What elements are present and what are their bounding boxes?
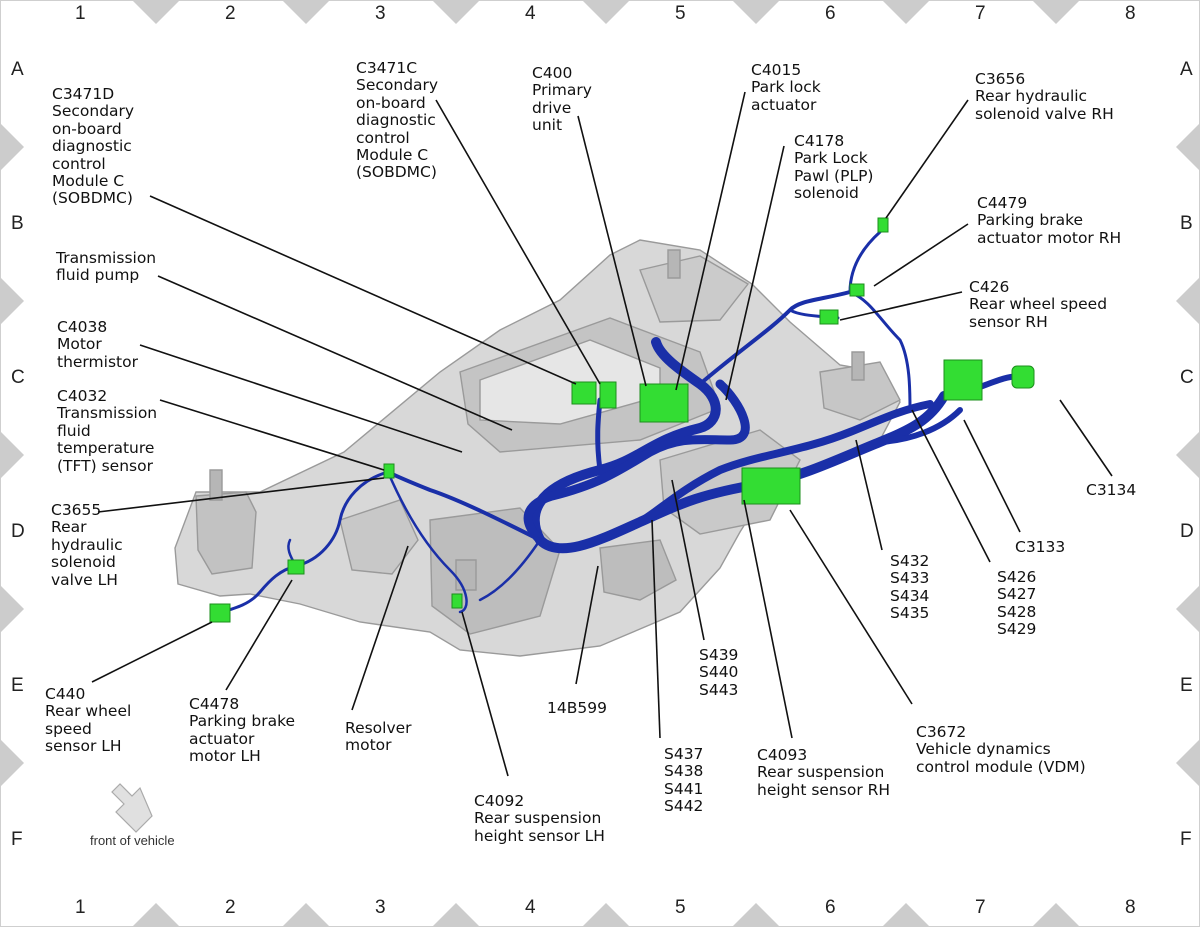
marker-bottom-1 bbox=[282, 903, 330, 927]
connector-c4032 bbox=[383, 463, 395, 479]
marker-left-0 bbox=[0, 123, 24, 171]
connector-c3656 bbox=[877, 217, 889, 233]
label-s439: S439 S440 S443 bbox=[699, 646, 739, 699]
grid-row-right-A: A bbox=[1180, 59, 1193, 80]
label-c3133: C3133 bbox=[1015, 538, 1066, 556]
connectors bbox=[209, 217, 1035, 623]
label-c4038: C4038 Motor thermistor bbox=[57, 318, 138, 371]
label-c3656: C3656 Rear hydraulic solenoid valve RH bbox=[975, 70, 1114, 123]
label-c440: C440 Rear wheel speed sensor LH bbox=[45, 685, 132, 756]
marker-left-4 bbox=[0, 739, 24, 787]
marker-top-6 bbox=[1032, 0, 1080, 24]
label-s426: S426 S427 S428 S429 bbox=[997, 568, 1037, 639]
marker-right-2 bbox=[1176, 431, 1200, 479]
label-c3471d: C3471D Secondary on-board diagnostic con… bbox=[52, 85, 135, 208]
marker-right-4 bbox=[1176, 739, 1200, 787]
marker-bottom-0 bbox=[132, 903, 180, 927]
connector-c400 bbox=[639, 383, 689, 423]
connector-c4479 bbox=[849, 283, 865, 297]
grid-row-right-C: C bbox=[1180, 367, 1194, 388]
marker-right-1 bbox=[1176, 277, 1200, 325]
marker-bottom-4 bbox=[732, 903, 780, 927]
grid-col-bottom-5: 5 bbox=[675, 897, 686, 918]
grid-col-top-4: 4 bbox=[525, 3, 536, 24]
grid-row-left-C: C bbox=[11, 367, 25, 388]
connector-c440 bbox=[209, 603, 231, 623]
marker-top-0 bbox=[132, 0, 180, 24]
connector-c3471d bbox=[599, 381, 617, 409]
label-s432: S432 S433 S434 S435 bbox=[890, 552, 930, 623]
marker-right-3 bbox=[1176, 585, 1200, 633]
grid-col-top-8: 8 bbox=[1125, 3, 1136, 24]
marker-top-2 bbox=[432, 0, 480, 24]
label-c3655: C3655 Rear hydraulic solenoid valve LH bbox=[51, 501, 123, 589]
label-c4032: C4032 Transmission fluid temperature (TF… bbox=[57, 387, 158, 475]
label-c4015: C4015 Park lock actuator bbox=[751, 61, 821, 114]
grid-row-left-D: D bbox=[11, 521, 25, 542]
grid-col-top-7: 7 bbox=[975, 3, 986, 24]
marker-top-3 bbox=[582, 0, 630, 24]
connector-c4478 bbox=[287, 559, 305, 575]
grid-row-left-B: B bbox=[11, 213, 24, 234]
grid-row-right-B: B bbox=[1180, 213, 1193, 234]
label-c3471c: C3471C Secondary on-board diagnostic con… bbox=[356, 59, 439, 182]
marker-top-1 bbox=[282, 0, 330, 24]
grid-row-right-E: E bbox=[1180, 675, 1193, 696]
connector-c426 bbox=[819, 309, 839, 325]
marker-top-5 bbox=[882, 0, 930, 24]
grid-row-right-D: D bbox=[1180, 521, 1194, 542]
label-c4093: C4093 Rear suspension height sensor RH bbox=[757, 746, 891, 799]
front-of-vehicle-label: front of vehicle bbox=[90, 833, 175, 848]
marker-bottom-3 bbox=[582, 903, 630, 927]
label-c400: C400 Primary drive unit bbox=[532, 64, 592, 135]
grid-col-top-3: 3 bbox=[375, 3, 386, 24]
marker-left-3 bbox=[0, 585, 24, 633]
label-c4178: C4178 Park Lock Pawl (PLP) solenoid bbox=[794, 132, 874, 203]
marker-left-2 bbox=[0, 431, 24, 479]
grid-col-bottom-7: 7 bbox=[975, 897, 986, 918]
grid-col-bottom-1: 1 bbox=[75, 897, 86, 918]
front-arrow-icon bbox=[111, 783, 153, 833]
marker-right-0 bbox=[1176, 123, 1200, 171]
label-c3672: C3672 Vehicle dynamics control module (V… bbox=[916, 723, 1086, 776]
label-c4092: C4092 Rear suspension height sensor LH bbox=[474, 792, 605, 845]
label-c4478: C4478 Parking brake actuator motor LH bbox=[189, 695, 296, 766]
grid-col-top-6: 6 bbox=[825, 3, 836, 24]
label-c3134: C3134 bbox=[1086, 481, 1137, 499]
grid-col-bottom-8: 8 bbox=[1125, 897, 1136, 918]
label-c4479: C4479 Parking brake actuator motor RH bbox=[977, 194, 1122, 247]
grid-col-top-5: 5 bbox=[675, 3, 686, 24]
connector-c3471c bbox=[571, 381, 597, 405]
label-transmission-fluid-pump: Transmission fluid pump bbox=[56, 249, 157, 285]
grid-row-left-F: F bbox=[11, 829, 23, 850]
marker-left-1 bbox=[0, 277, 24, 325]
marker-bottom-2 bbox=[432, 903, 480, 927]
label-s437: S437 S438 S441 S442 bbox=[664, 745, 704, 816]
connector-c3134 bbox=[1011, 365, 1035, 389]
wiring-harness bbox=[220, 230, 1023, 614]
grid-col-top-1: 1 bbox=[75, 3, 86, 24]
marker-top-4 bbox=[732, 0, 780, 24]
grid-col-bottom-3: 3 bbox=[375, 897, 386, 918]
grid-col-bottom-2: 2 bbox=[225, 897, 236, 918]
grid-col-bottom-4: 4 bbox=[525, 897, 536, 918]
grid-col-top-2: 2 bbox=[225, 3, 236, 24]
grid-col-bottom-6: 6 bbox=[825, 897, 836, 918]
leader-lines bbox=[91, 91, 1113, 777]
marker-bottom-6 bbox=[1032, 903, 1080, 927]
label-resolver-motor: Resolver motor bbox=[345, 719, 412, 755]
connector-c3672 bbox=[741, 467, 801, 505]
grid-row-right-F: F bbox=[1180, 829, 1192, 850]
grid-row-left-A: A bbox=[11, 59, 24, 80]
connector-c4092 bbox=[451, 593, 463, 609]
grid-row-left-E: E bbox=[11, 675, 24, 696]
connector-c3133 bbox=[943, 359, 983, 401]
marker-bottom-5 bbox=[882, 903, 930, 927]
label-c426: C426 Rear wheel speed sensor RH bbox=[969, 278, 1108, 331]
label-14b599: 14B599 bbox=[547, 699, 607, 717]
